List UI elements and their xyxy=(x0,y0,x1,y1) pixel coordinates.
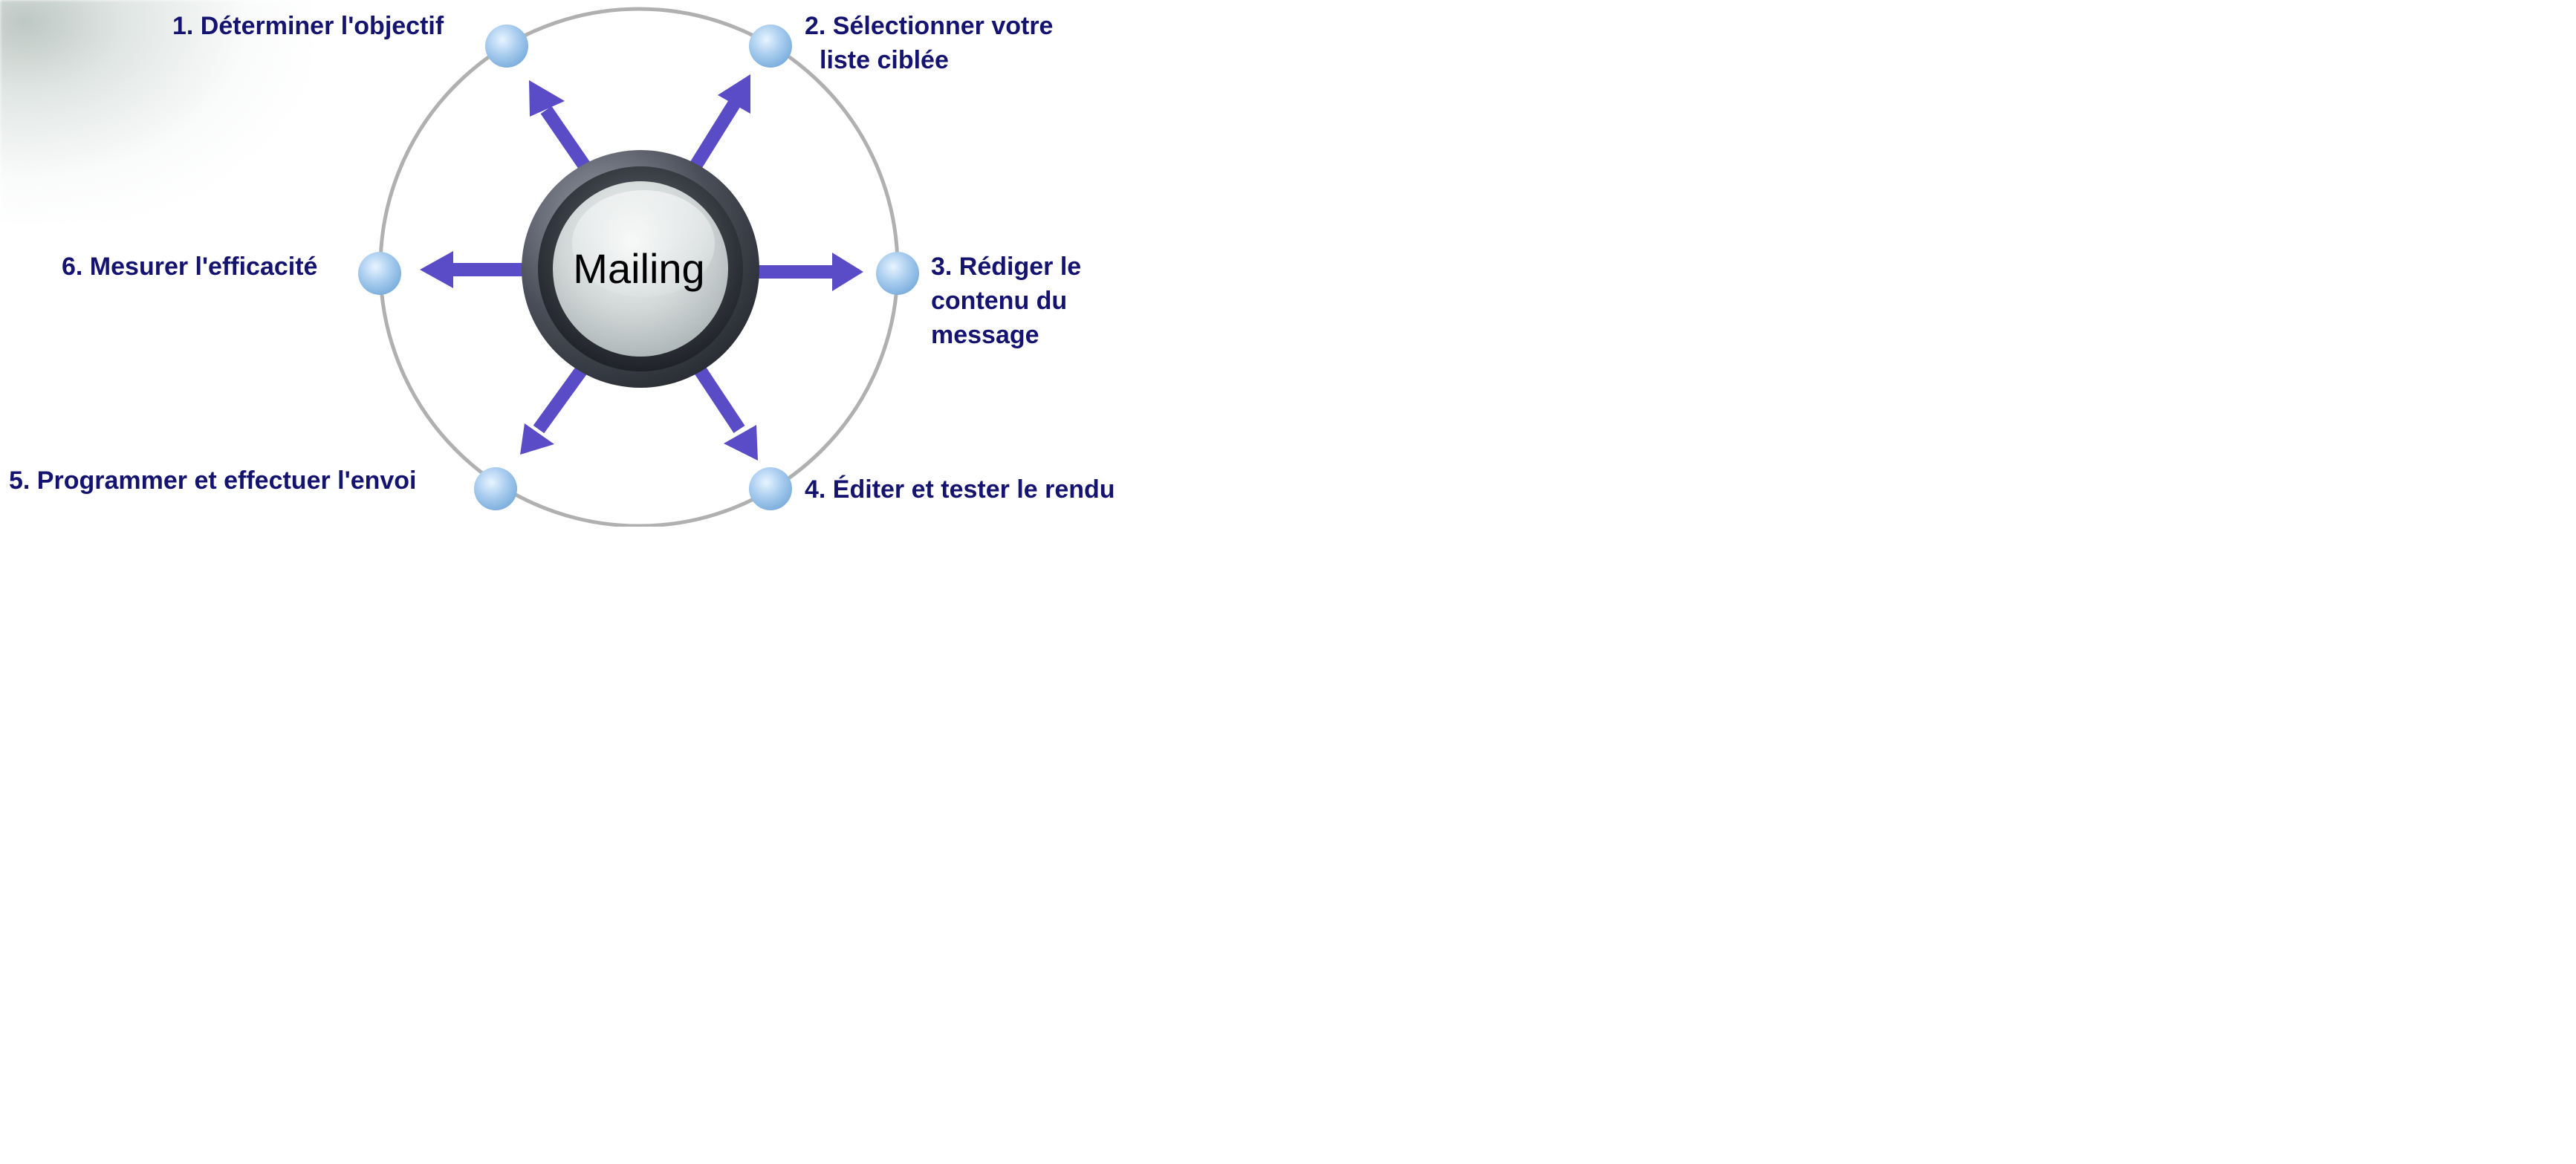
background-texture xyxy=(0,0,312,223)
step-3-label-line-2: contenu du xyxy=(931,287,1068,315)
step-2-label-line-1: 2. Sélectionner votre xyxy=(805,12,1054,40)
arrow-to-step-6 xyxy=(420,251,539,288)
arrow-to-step-5 xyxy=(520,363,589,455)
arrow-to-step-2 xyxy=(689,74,750,171)
step-1-node xyxy=(485,25,528,68)
step-5-label: 5. Programmer et effectuer l'envoi xyxy=(9,466,417,495)
arrow-to-step-3 xyxy=(754,253,863,291)
step-3-label: 3. Rédiger le contenu du message xyxy=(931,250,1081,352)
step-2-node xyxy=(749,25,792,68)
diagram-canvas: Mailing 1. Déterminer l'objectif 2. Séle… xyxy=(0,0,1159,527)
step-4-label: 4. Éditer et tester le rendu xyxy=(805,475,1115,504)
step-1-label: 1. Déterminer l'objectif xyxy=(172,12,444,40)
step-2-label-line-2: liste ciblée xyxy=(820,46,949,74)
step-6-node xyxy=(358,252,401,295)
center-label: Mailing xyxy=(573,245,705,292)
step-3-label-line-3: message xyxy=(931,321,1039,349)
step-6-label: 6. Mesurer l'efficacité xyxy=(62,253,318,281)
step-4-node xyxy=(749,467,792,510)
center-button xyxy=(522,150,759,388)
cycle-diagram xyxy=(358,7,919,527)
step-3-label-line-1: 3. Rédiger le xyxy=(931,253,1082,281)
step-5-node xyxy=(474,467,517,510)
arrow-to-step-4 xyxy=(692,364,758,461)
arrow-to-step-1 xyxy=(529,80,593,174)
step-2-label: 2. Sélectionner votre liste ciblée xyxy=(805,9,1053,77)
step-3-node xyxy=(876,252,919,295)
